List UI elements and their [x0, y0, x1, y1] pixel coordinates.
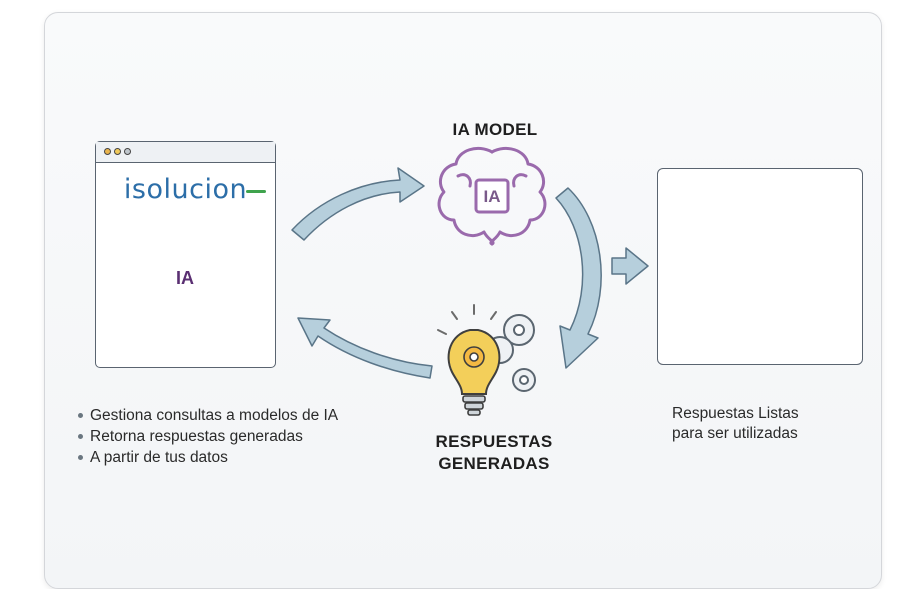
ia-model-brain-icon	[437, 147, 547, 246]
logo-accent	[246, 190, 266, 193]
arrow-to-result	[611, 247, 649, 285]
arrow-to-ia-model	[291, 167, 425, 241]
generated-responses-title: RESPUESTAS GENERADAS	[414, 431, 574, 475]
window-dot-icon	[124, 148, 131, 155]
feature-item: Gestiona consultas a modelos de IA	[76, 405, 338, 426]
caption-line: para ser utilizadas	[672, 425, 798, 442]
ia-model-title: IA MODEL	[452, 120, 538, 139]
feature-item: Retorna respuestas generadas	[76, 426, 338, 447]
generated-title-line: RESPUESTAS	[435, 432, 553, 451]
ready-responses-box	[657, 168, 863, 365]
isolucion-logo: isolucion	[123, 174, 248, 205]
brain-ia-label: IA	[176, 268, 194, 288]
generated-title-line: GENERADAS	[438, 454, 550, 473]
arrow-to-isolucion	[297, 317, 433, 379]
bulb-gears-icon	[437, 304, 536, 416]
window-dot-icon	[114, 148, 121, 155]
feature-item: A partir de tus datos	[76, 447, 338, 468]
ia-model-brain-label: IA	[483, 187, 501, 206]
feature-list: Gestiona consultas a modelos de IA Retor…	[76, 405, 338, 468]
window-dot-icon	[104, 148, 111, 155]
ready-responses-caption: Respuestas Listas para ser utilizadas	[672, 404, 872, 444]
isolucion-app-window: isolucion	[95, 141, 276, 368]
window-title-bar	[96, 142, 275, 163]
arrow-to-generated	[555, 187, 602, 369]
caption-line: Respuestas Listas	[672, 405, 799, 422]
